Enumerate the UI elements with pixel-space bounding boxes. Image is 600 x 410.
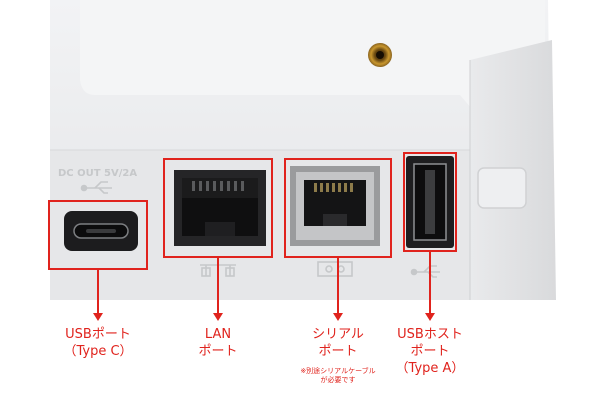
usb-host-arrow-head	[425, 313, 435, 321]
device-upper-panel	[80, 0, 545, 130]
usb-host-arrow	[429, 252, 431, 314]
lan-port	[174, 170, 266, 246]
usb-type-a-port	[406, 156, 454, 248]
usb-c-arrow-head	[93, 313, 103, 321]
usb-host-label: USBホスト ポート （Type A）	[385, 326, 475, 377]
usb-host-callout-frame	[403, 152, 457, 252]
serial-label: シリアル ポート	[288, 326, 388, 360]
usb-c-label: USBポート （Type C）	[48, 326, 148, 360]
serial-note-line2: が必要です	[320, 376, 356, 384]
usb-type-c-port	[64, 211, 138, 251]
usb-c-label-line2: （Type C）	[63, 344, 133, 359]
usb-host-label-line2: ポート	[410, 344, 450, 359]
usb-symbol-icon	[80, 181, 112, 194]
lan-label-line1: LAN	[204, 327, 232, 342]
dc-out-print: DC OUT 5V/2A	[58, 168, 137, 179]
serial-port	[290, 166, 380, 246]
usb-host-label-line1: USBホスト	[397, 327, 463, 342]
serial-label-line2: ポート	[318, 344, 358, 359]
lan-arrow	[217, 258, 219, 314]
serial-note-line1: ※別途シリアルケーブル	[300, 367, 376, 375]
lan-callout-frame	[163, 158, 273, 258]
serial-label-line1: シリアル	[312, 327, 364, 342]
side-latch	[477, 167, 527, 209]
lan-arrow-head	[213, 313, 223, 321]
serial-note: ※別途シリアルケーブル が必要です	[278, 367, 398, 385]
usb-c-callout-frame	[48, 200, 148, 270]
usb-host-label-line3: （Type A）	[395, 361, 465, 376]
serial-arrow	[337, 258, 339, 314]
lan-label: LAN ポート	[178, 326, 258, 360]
serial-arrow-head	[333, 313, 343, 321]
lan-label-line2: ポート	[198, 344, 238, 359]
serial-callout-frame	[284, 158, 392, 258]
usb-c-label-line1: USBポート	[65, 327, 131, 342]
usb-c-arrow	[97, 270, 99, 314]
